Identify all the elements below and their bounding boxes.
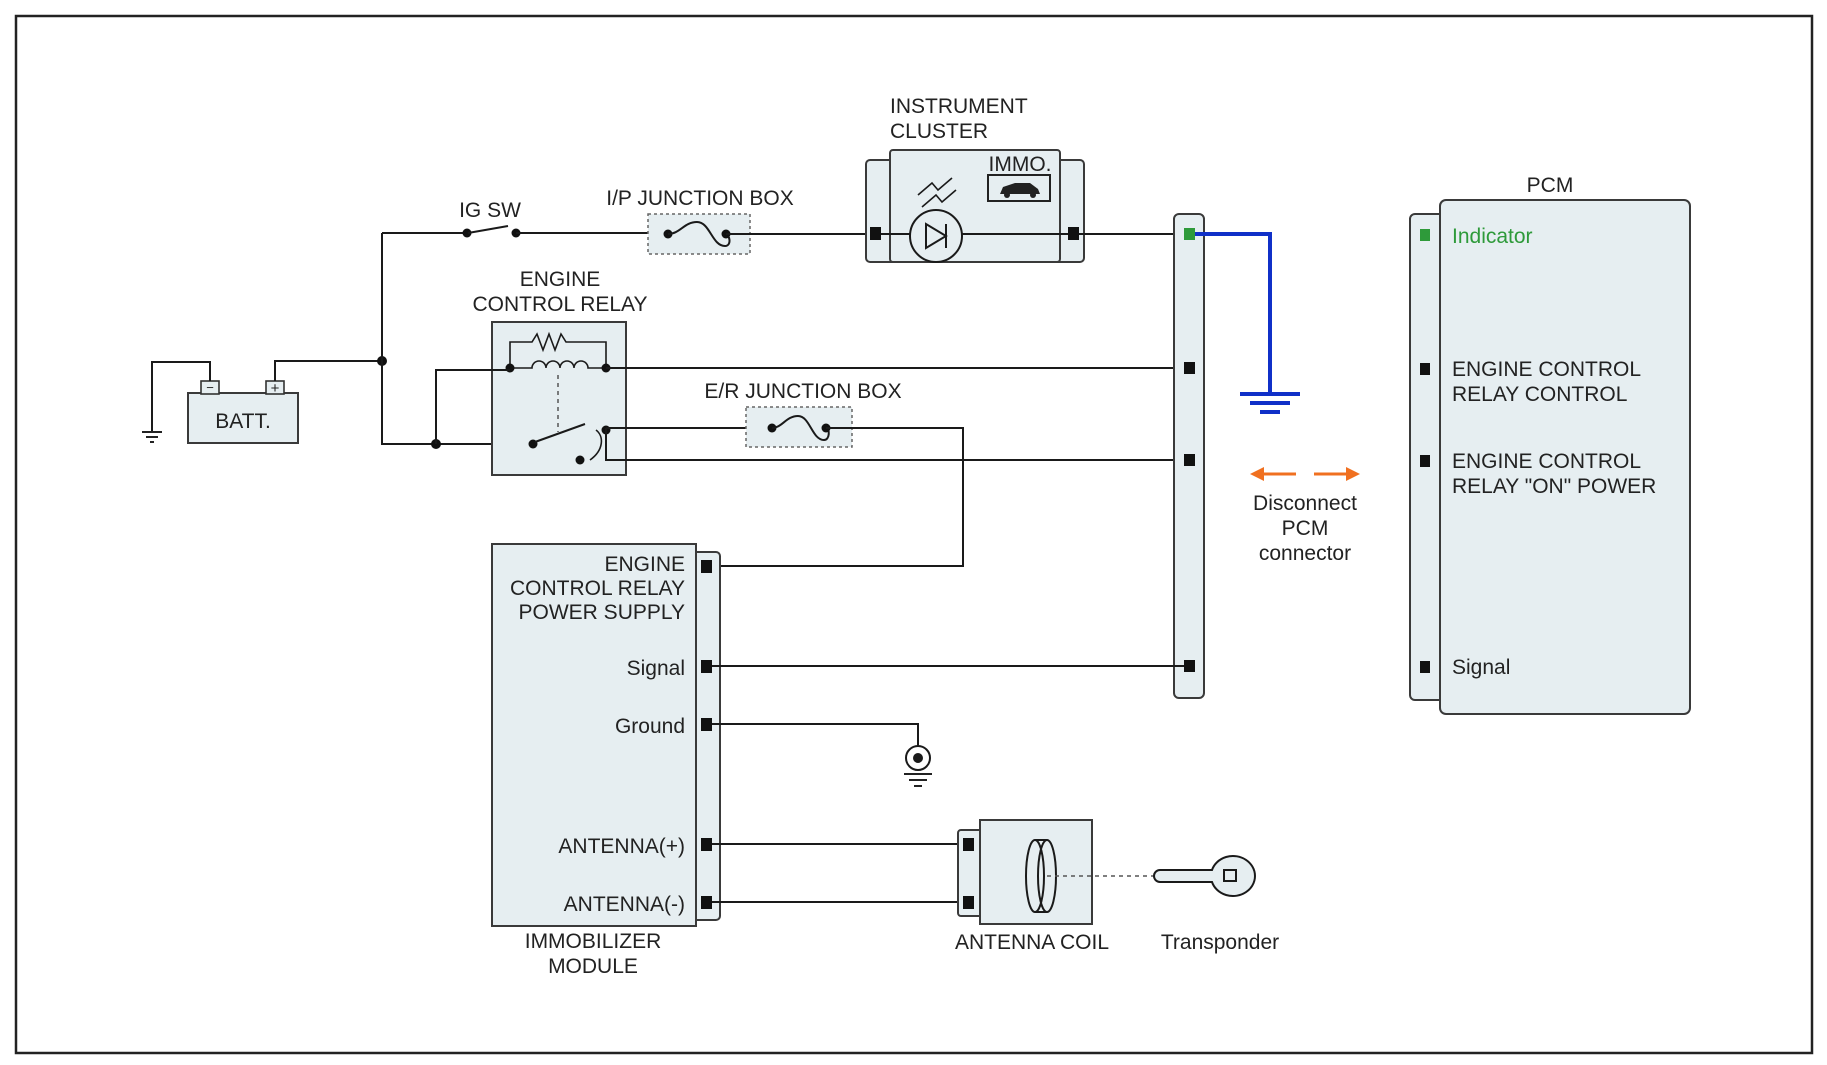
pcm-ecr-on-power-label-1: ENGINE CONTROL — [1452, 450, 1641, 473]
engine-control-relay — [491, 321, 627, 476]
antenna-coil-label: ANTENNA COIL — [955, 931, 1109, 954]
ground-point-icon — [904, 745, 932, 787]
instrument-cluster-label-1: INSTRUMENT — [890, 95, 1028, 118]
led-icon — [909, 177, 963, 263]
transponder-label: Transponder — [1161, 931, 1279, 954]
immobilizer-module-label-1: IMMOBILIZER — [525, 930, 662, 953]
pcm-ecr-on-power-label-2: RELAY "ON" POWER — [1452, 475, 1656, 498]
immo-label: IMMO. — [989, 153, 1052, 176]
pcm-ecr-control-label-1: ENGINE CONTROL — [1452, 358, 1641, 381]
immo-ground-label: Ground — [615, 715, 685, 738]
transponder-key-icon — [1153, 855, 1256, 897]
pcm-indicator-label: Indicator — [1452, 225, 1533, 248]
svg-text:+: + — [271, 380, 280, 397]
disconnect-arrows-icon — [1250, 467, 1360, 481]
immo-ant-plus-label: ANTENNA(+) — [558, 835, 685, 858]
ig-sw-label: IG SW — [459, 199, 521, 222]
car-icon — [1000, 183, 1040, 198]
svg-text:−: − — [206, 380, 214, 395]
ground-wire — [1195, 232, 1272, 392]
immobilizer-module-label-2: MODULE — [548, 955, 638, 978]
er-junction-box-label: E/R JUNCTION BOX — [704, 380, 901, 403]
disconnect-label-2: PCM — [1282, 517, 1329, 540]
pcm-signal-label: Signal — [1452, 656, 1510, 679]
engine-control-relay-label-2: CONTROL RELAY — [472, 293, 647, 316]
chassis-ground-icon — [1240, 392, 1300, 414]
immo-ecr-ps-label-2: CONTROL RELAY — [510, 577, 685, 600]
immo-ecr-ps-label-1: ENGINE — [604, 553, 685, 576]
battery-ground-icon — [142, 431, 162, 443]
batt-label: BATT. — [215, 410, 271, 433]
instrument-cluster-label-2: CLUSTER — [890, 120, 988, 143]
immo-signal-label: Signal — [627, 657, 685, 680]
pcm-label: PCM — [1527, 174, 1574, 197]
antenna-coil — [957, 819, 1093, 925]
pcm-ecr-control-label-2: RELAY CONTROL — [1452, 383, 1627, 406]
pcm: Indicator ENGINE CONTROL RELAY CONTROL E… — [1409, 199, 1691, 715]
immobilizer-module: ENGINE CONTROL RELAY POWER SUPPLY Signal… — [491, 543, 721, 927]
disconnect-label-1: Disconnect — [1253, 492, 1357, 515]
instrument-cluster: IMMO. — [865, 149, 1085, 263]
immo-ecr-ps-label-3: POWER SUPPLY — [519, 601, 685, 624]
ip-junction-box-label: I/P JUNCTION BOX — [606, 187, 793, 210]
engine-control-relay-label-1: ENGINE — [520, 268, 601, 291]
disconnect-label-3: connector — [1259, 542, 1351, 565]
pcm-harness-connector — [1173, 213, 1205, 699]
immo-ant-minus-label: ANTENNA(-) — [564, 893, 685, 916]
